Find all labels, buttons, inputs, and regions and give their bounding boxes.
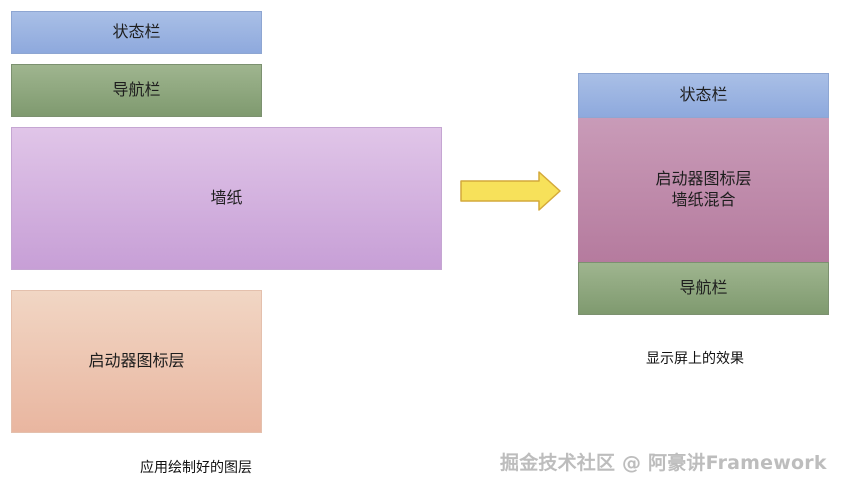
right-caption: 显示屏上的效果 [646, 351, 744, 367]
right-nav-bar: 导航栏 [578, 262, 829, 315]
left-nav-bar: 导航栏 [11, 64, 262, 117]
left-status-bar: 状态栏 [11, 11, 262, 54]
left-launcher-layer-label: 启动器图标层 [88, 351, 185, 371]
left-wallpaper-label: 墙纸 [210, 188, 243, 208]
right-status-bar: 状态栏 [578, 73, 829, 118]
left-caption: 应用绘制好的图层 [140, 460, 252, 476]
left-nav-bar-label: 导航栏 [112, 80, 161, 100]
left-launcher-layer: 启动器图标层 [11, 290, 262, 433]
left-status-bar-label: 状态栏 [112, 22, 161, 42]
right-blend-layer: 启动器图标层 墙纸混合 [578, 118, 829, 262]
right-status-bar-label: 状态栏 [679, 85, 728, 105]
left-wallpaper: 墙纸 [11, 127, 442, 270]
right-blend-line1: 启动器图标层 [655, 169, 752, 189]
right-nav-bar-label: 导航栏 [679, 278, 728, 298]
right-arrow-icon [460, 171, 561, 211]
right-blend-line2: 墙纸混合 [671, 190, 736, 209]
arrow-shape [460, 171, 561, 211]
watermark: 掘金技术社区 @ 阿豪讲Framework [500, 452, 827, 474]
